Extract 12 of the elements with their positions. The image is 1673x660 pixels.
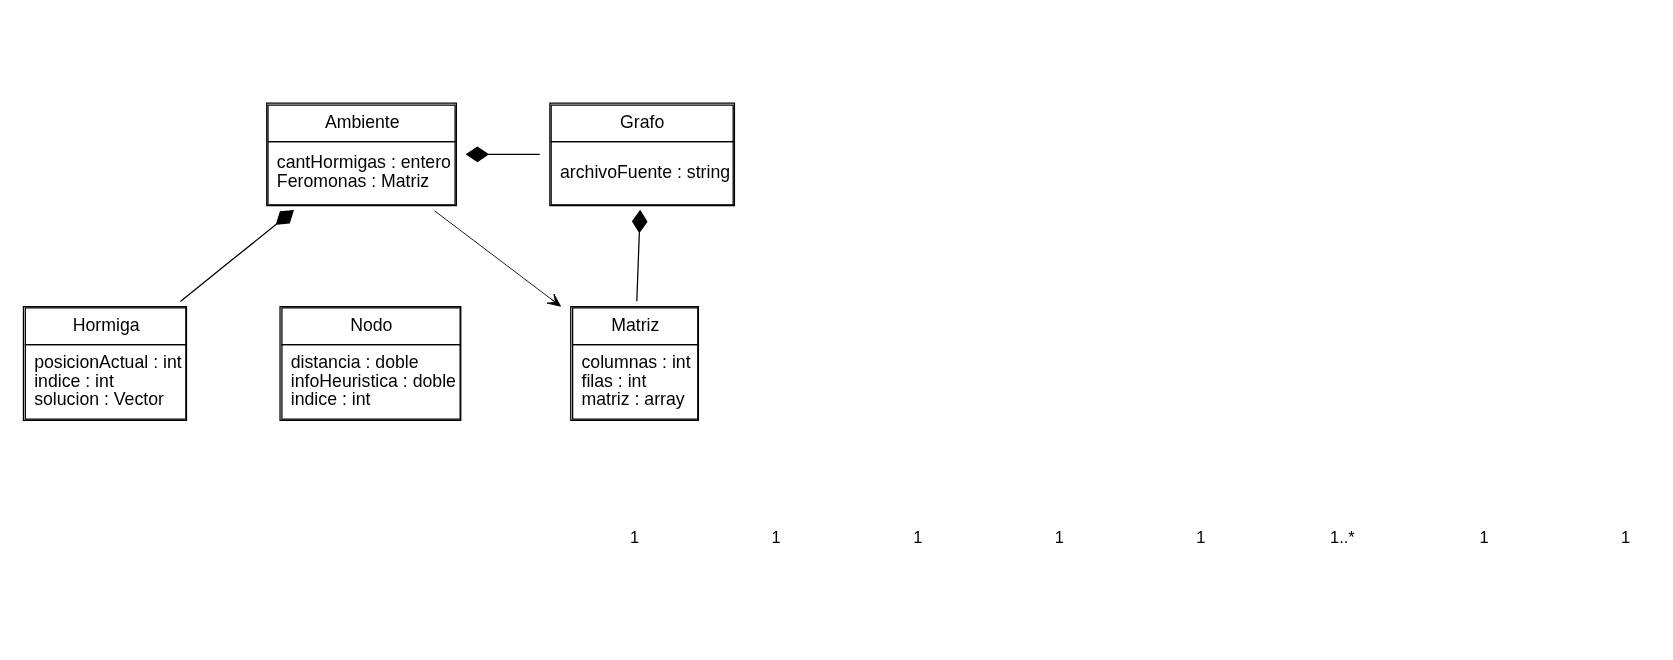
label: 1	[630, 528, 640, 547]
label: 1	[1054, 528, 1064, 547]
label: 1	[1479, 528, 1489, 547]
label: 1..*	[1330, 528, 1355, 547]
label: 1	[1196, 528, 1206, 547]
connector	[631, 209, 648, 302]
label: 1	[913, 528, 923, 547]
connector	[465, 146, 541, 163]
label: 1	[771, 528, 781, 547]
connector	[179, 209, 294, 303]
label: 1	[1620, 528, 1631, 547]
arrow	[433, 210, 561, 307]
